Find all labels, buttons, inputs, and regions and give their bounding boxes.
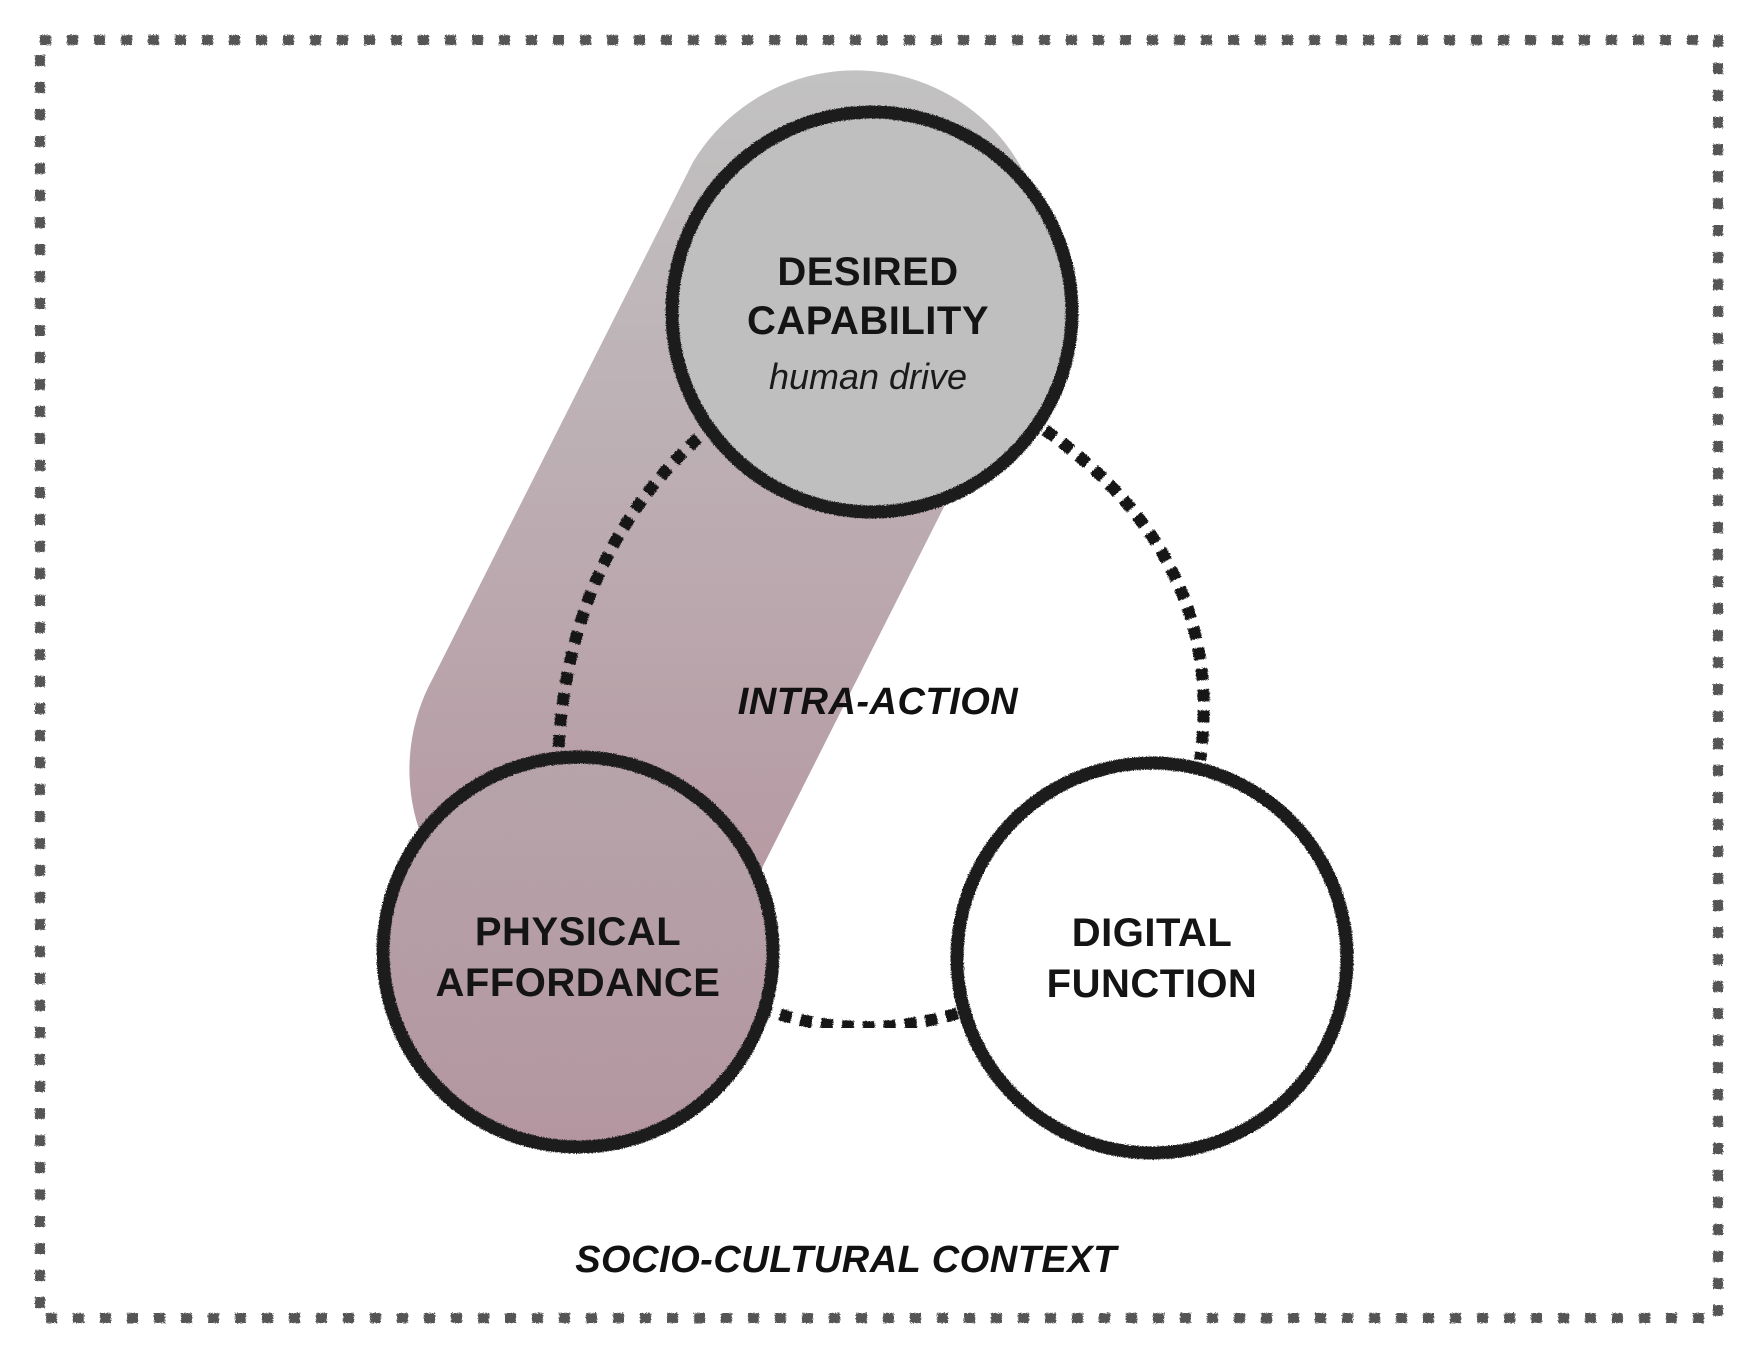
node-digital-function: DIGITAL FUNCTION bbox=[950, 756, 1354, 1160]
desired-capability-title-line2: CAPABILITY bbox=[747, 299, 989, 343]
desired-capability-subtitle: human drive bbox=[769, 356, 967, 397]
desired-capability-title-line1: DESIRED bbox=[777, 250, 958, 294]
digital-function-title-line2: FUNCTION bbox=[1047, 962, 1258, 1006]
intra-action-label: INTRA-ACTION bbox=[738, 681, 1019, 723]
physical-affordance-title-line2: AFFORDANCE bbox=[436, 961, 721, 1005]
physical-affordance-circle bbox=[376, 750, 780, 1154]
connector-physical-digital bbox=[757, 1002, 970, 1033]
socio-cultural-context-label: SOCIO-CULTURAL CONTEXT bbox=[575, 1239, 1119, 1281]
context-frame bbox=[35, 35, 1723, 1323]
node-desired-capability: DESIRED CAPABILITY human drive bbox=[665, 105, 1079, 519]
digital-function-title-line1: DIGITAL bbox=[1072, 911, 1233, 955]
desired-capability-circle bbox=[665, 105, 1079, 519]
connector-desired-digital bbox=[1041, 425, 1210, 761]
node-physical-affordance: PHYSICAL AFFORDANCE bbox=[376, 750, 780, 1154]
digital-function-circle bbox=[950, 756, 1354, 1160]
physical-affordance-title-line1: PHYSICAL bbox=[475, 910, 681, 954]
connector-desired-physical bbox=[552, 433, 703, 761]
